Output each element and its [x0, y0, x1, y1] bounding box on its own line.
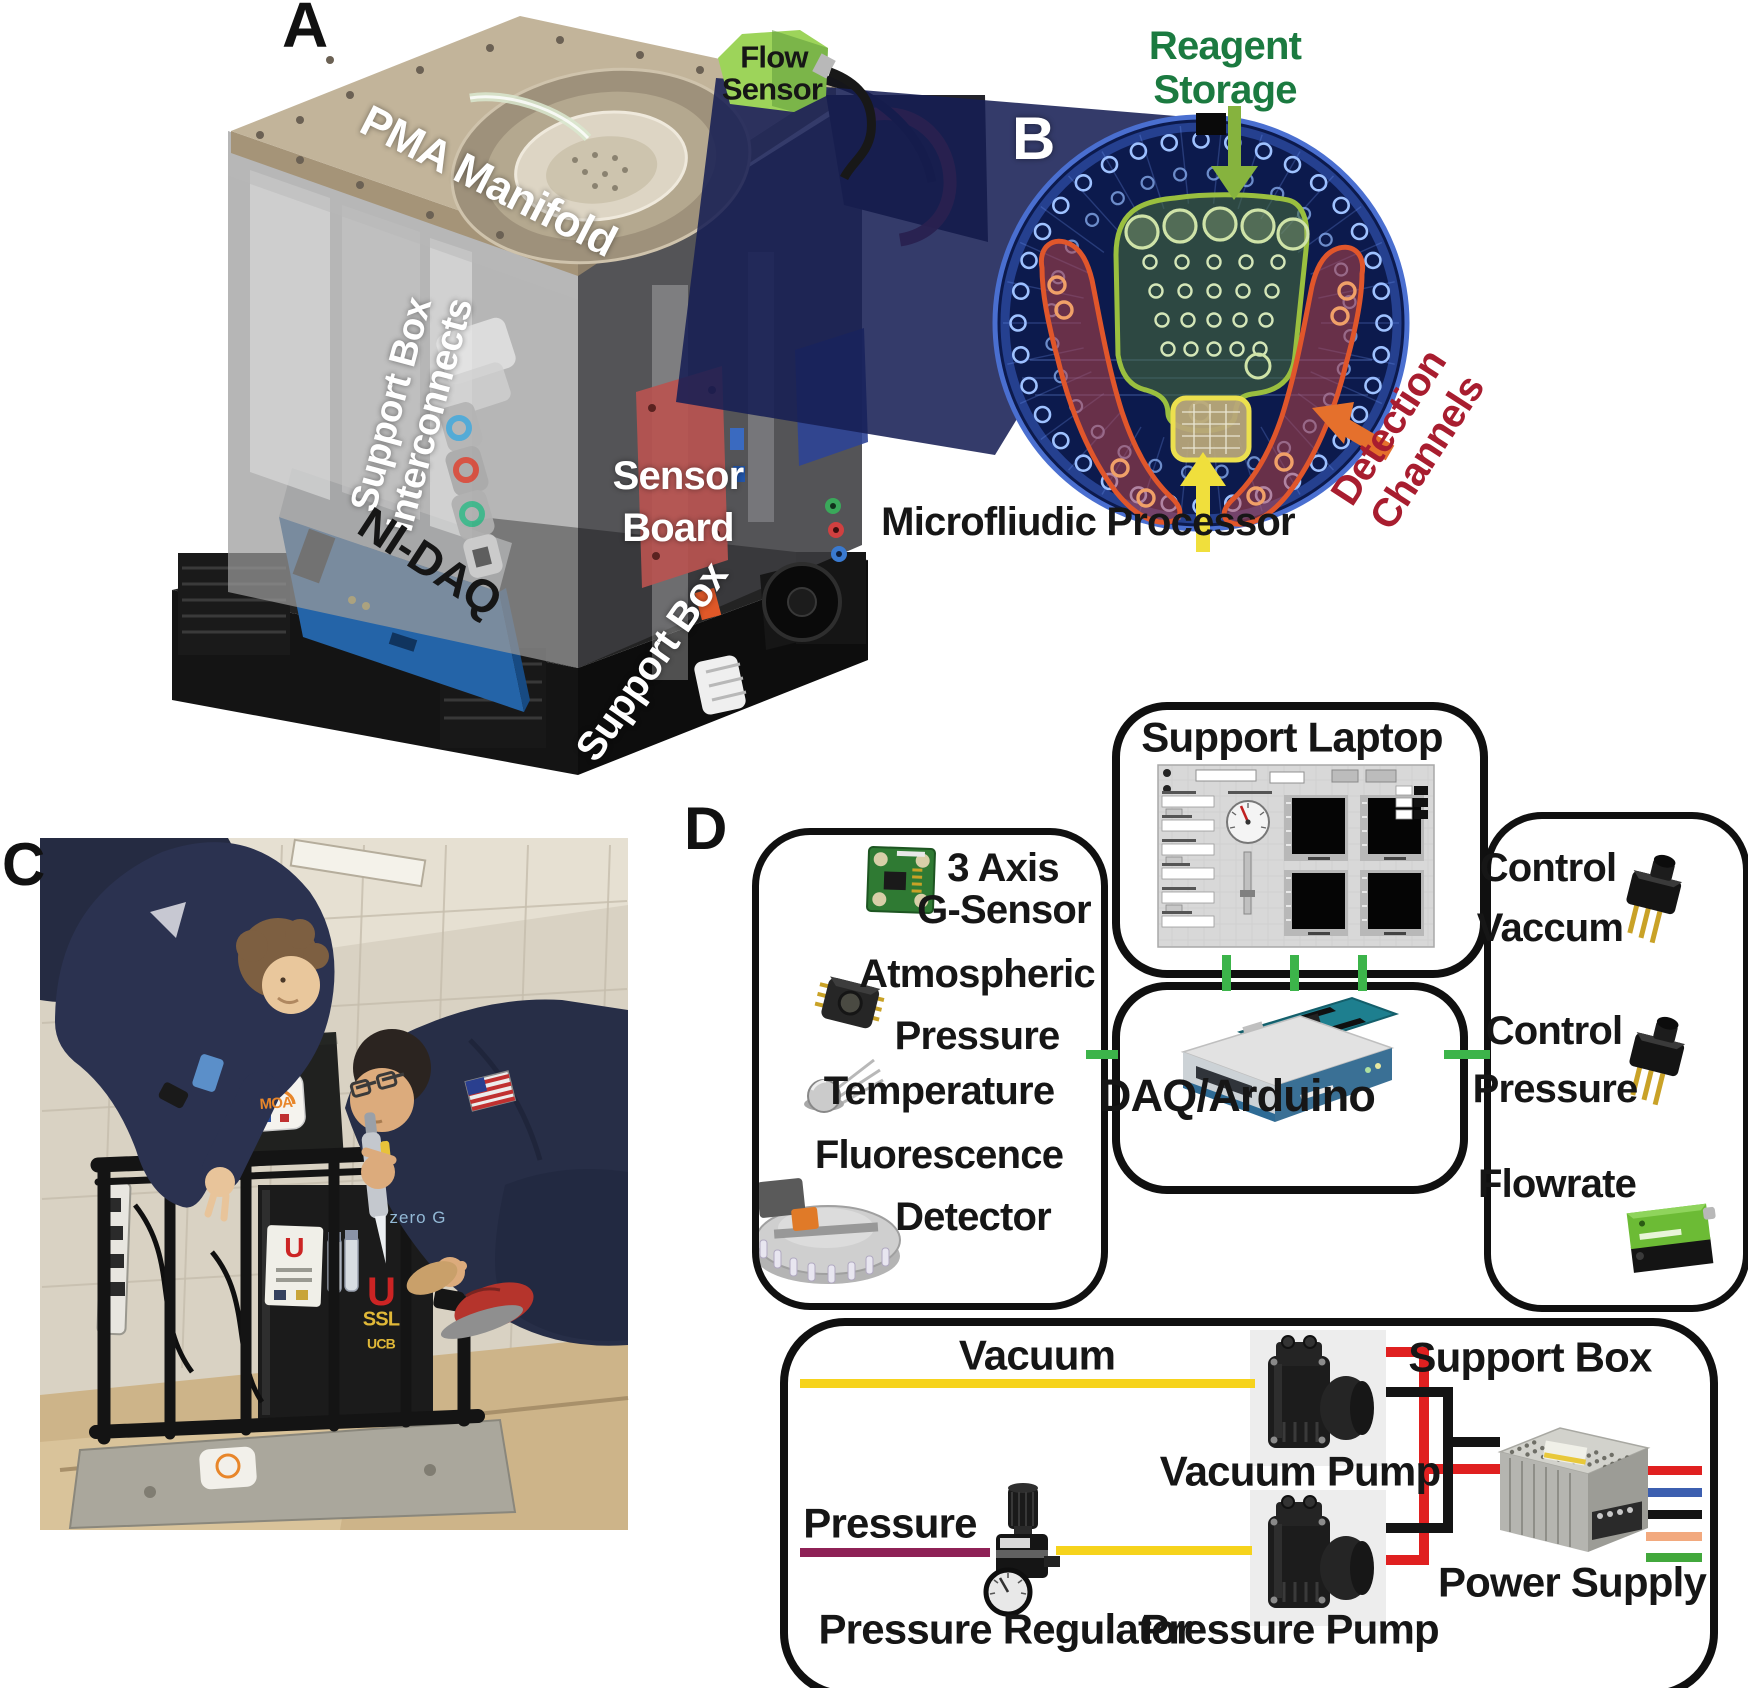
disc-port-tab: [1196, 113, 1226, 135]
label-g-sensor: G-Sensor: [917, 887, 1091, 932]
detection-channels-region: [1038, 238, 1366, 527]
regulator-pump-line: [1056, 1546, 1252, 1555]
daq-control-link: [1444, 1050, 1490, 1059]
cabin-light: [289, 838, 427, 888]
daq-arduino-image: [1180, 996, 1400, 1122]
label-ucb: UCB: [367, 1335, 396, 1352]
interconnect-fittings: [436, 317, 516, 578]
laptop-daq-link-3: [1358, 955, 1367, 991]
label-pressure-pump: Pressure Pump: [1141, 1605, 1440, 1653]
support-box-panel: [780, 1318, 1718, 1688]
panel-c-letter: C: [2, 831, 45, 898]
flow-sensor-badge: [718, 30, 876, 181]
panel-d-letter: D: [684, 795, 727, 862]
label-sensor-board: Sensor Board: [612, 454, 745, 550]
support-laptop-box: [1112, 702, 1488, 978]
label-temperature: Temperature: [823, 1068, 1055, 1113]
label-flow-sensor: Sensor: [721, 71, 823, 107]
pressure-chip-icon: [814, 976, 885, 1029]
microfluidic-processor-region: [1170, 395, 1252, 463]
sensor-board-red-panel: [636, 366, 728, 588]
connector-dots: [825, 498, 847, 562]
panel-b-letter: B: [1012, 105, 1055, 172]
detection-channels-arrow: [1312, 402, 1395, 461]
support-box-wiring: [1386, 1347, 1500, 1565]
pressure-regulator-image: [983, 1483, 1060, 1617]
panel-a-letter: A: [282, 0, 328, 61]
label-utah-u-red: U: [366, 1269, 396, 1314]
pressure-line: [800, 1548, 990, 1557]
label-detector: Detector: [895, 1194, 1052, 1239]
vacuum-pump-image: [1250, 1330, 1386, 1466]
label-pressure-regulator: Pressure Regulator: [818, 1605, 1192, 1653]
label-pressure: Pressure: [803, 1499, 977, 1547]
control-box: [1484, 812, 1748, 1312]
labview-fields: [1161, 795, 1215, 928]
sensors-daq-link: [1086, 1050, 1118, 1059]
label-vaccum: Vaccum: [1476, 905, 1624, 950]
temperature-can-icon: [804, 1058, 884, 1113]
label-reagent-storage: Reagent Storage: [1148, 24, 1302, 112]
label-utah-u: U: [284, 1232, 304, 1264]
base-plate: [68, 1418, 517, 1530]
label-control-1: Control: [1479, 845, 1617, 890]
reagent-storage-arrow: [1211, 106, 1258, 200]
accelerometer-pcb-icon: [866, 846, 936, 914]
microfluidic-disc: [992, 113, 1410, 532]
crew-member-left: [40, 838, 335, 1222]
label-daq-arduino: DAQ/Arduino: [1098, 1070, 1376, 1122]
orange-connector: [694, 587, 722, 621]
label-vacuum: Vacuum: [958, 1331, 1116, 1379]
label-zero-g-logo: zero G: [389, 1207, 447, 1227]
manifold-ports: [572, 152, 628, 191]
label-flowrate: Flowrate: [1477, 1161, 1637, 1206]
microfluidic-processor-arrow: [1180, 452, 1226, 552]
pressure-sensor-icon: [1629, 1016, 1686, 1106]
label-support-laptop: Support Laptop: [1141, 713, 1443, 761]
white-plug: [694, 655, 747, 715]
laptop-daq-link-2: [1290, 955, 1299, 991]
label-fluorescence: Fluorescence: [814, 1132, 1064, 1177]
vacuum-line: [800, 1379, 1255, 1388]
reagent-wells: [1142, 254, 1286, 357]
label-3-axis: 3 Axis: [947, 845, 1059, 890]
pressure-pump-image: [1250, 1490, 1386, 1626]
label-atmospheric: Atmospheric: [859, 951, 1096, 996]
label-microfluidic-processor: Microfliudic Processor: [881, 499, 1295, 544]
label-control-pressure: Pressure: [1472, 1066, 1639, 1111]
label-vacuum-pump: Vacuum Pump: [1159, 1447, 1441, 1495]
pma-manifold-rings: [450, 67, 752, 265]
power-supply-image: [1497, 1427, 1651, 1552]
label-power-supply: Power Supply: [1437, 1558, 1707, 1606]
reagent-storage-region: [1113, 192, 1310, 434]
power-supply-output-wires: [1646, 1466, 1702, 1562]
kneeling-crew-legs: [406, 1168, 628, 1341]
label-support-box-d: Support Box: [1408, 1333, 1652, 1381]
label-moa-sticker: MOA: [259, 1093, 293, 1114]
laptop-daq-link-1: [1222, 955, 1231, 991]
labview-screenshot: [1157, 764, 1435, 948]
detection-channel-ports: [1047, 275, 1357, 508]
label-flow: Flow: [740, 39, 808, 75]
label-atm-pressure: Pressure: [894, 1013, 1061, 1058]
us-flag-patch: [464, 1070, 517, 1112]
labview-plots: [1284, 795, 1424, 936]
zero-g-photo: [40, 838, 629, 1530]
vacuum-sensor-icon: [1626, 854, 1683, 944]
label-control-2: Control: [1485, 1008, 1623, 1053]
sensor-box: [752, 828, 1108, 1310]
label-ssl: SSL: [362, 1308, 400, 1331]
